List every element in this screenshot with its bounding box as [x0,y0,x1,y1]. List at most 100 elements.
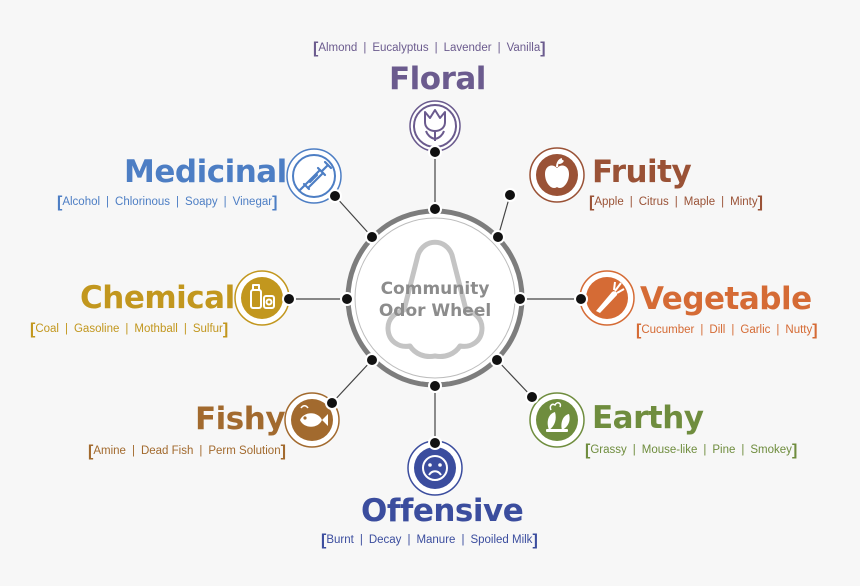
descriptor-vegetable-3: Nutty [785,324,813,336]
descriptor-earthy-2: Pine [712,444,736,456]
chemical-containers-icon [250,284,275,309]
descriptor-medicinal-1: Chlorinous [115,196,171,208]
bracket-open: [ [88,443,94,460]
bracket-close: ] [540,40,546,57]
spokes [289,152,580,443]
descriptor-separator: | [741,444,745,456]
descriptor-separator: | [674,196,678,208]
descriptor-chemical-3: Sulfur [192,323,223,335]
descriptor-separator: | [176,196,180,208]
tulip-icon [424,109,446,141]
descriptor-separator: | [776,324,780,336]
earthy-badge [525,390,585,448]
bracket-close: ] [812,322,818,339]
descriptor-chemical-0: Coal [35,323,59,335]
fish-icon [300,405,328,427]
category-title-fishy: Fishy [195,401,286,437]
descriptor-fruity-1: Citrus [638,196,669,208]
descriptor-earthy-1: Mouse-like [641,444,698,456]
spoke-medicinal [334,195,373,238]
descriptor-list-floral: [Almond|Eucalyptus|Lavender|Vanilla] [313,40,546,57]
descriptor-separator: | [359,534,363,546]
descriptor-medicinal-0: Alcohol [62,196,101,208]
bracket-close: ] [532,532,538,549]
fishy-badge [284,392,340,448]
carrot-icon [596,281,625,313]
descriptor-offensive-3: Spoiled Milk [470,534,533,546]
descriptor-separator: | [632,444,636,456]
descriptor-floral-0: Almond [318,42,358,54]
descriptor-fruity-2: Maple [683,196,716,208]
bracket-open: [ [636,322,642,339]
category-title-floral: Floral [389,61,486,97]
ring-node-fruity [491,230,505,244]
ring-node-medicinal [365,230,379,244]
descriptor-fruity-3: Minty [730,196,758,208]
spoke-earthy [496,359,533,398]
descriptor-separator: | [721,196,725,208]
descriptor-separator: | [629,196,633,208]
descriptor-earthy-0: Grassy [590,444,627,456]
descriptor-offensive-1: Decay [368,534,402,546]
medicinal-badge [286,148,342,204]
descriptor-separator: | [125,323,129,335]
descriptor-vegetable-2: Garlic [740,324,771,336]
center-label-line-1: Community [380,279,490,299]
descriptor-separator: | [223,196,227,208]
bracket-close: ] [272,194,278,211]
bracket-open: [ [30,321,36,338]
category-title-chemical: Chemical [80,280,235,316]
ring-node-vegetable [513,292,527,306]
descriptor-list-earthy: [Grassy|Mouse-like|Pine|Smokey] [585,442,797,459]
offensive-badge [407,436,463,496]
descriptor-separator: | [700,324,704,336]
descriptor-separator: | [731,324,735,336]
descriptor-fishy-2: Perm Solution [208,445,281,457]
ring-node-floral [428,202,442,216]
ring-nodes [340,202,527,393]
descriptor-floral-1: Eucalyptus [372,42,429,54]
bracket-open: [ [589,194,595,211]
descriptor-fishy-1: Dead Fish [140,445,194,457]
descriptor-vegetable-0: Cucumber [641,324,695,336]
category-title-fruity: Fruity [592,154,692,190]
ring-node-offensive [428,379,442,393]
descriptor-separator: | [131,445,135,457]
category-title-offensive: Offensive [361,493,524,529]
descriptor-separator: | [434,42,438,54]
descriptor-vegetable-1: Dill [709,324,726,336]
frown-face-icon [422,455,448,481]
ring-node-chemical [340,292,354,306]
descriptor-medicinal-2: Soapy [185,196,218,208]
bracket-open: [ [313,40,319,57]
bracket-close: ] [280,443,286,460]
chemical-badge [234,270,296,326]
descriptor-list-chemical: [Coal|Gasoline|Mothball|Sulfur] [30,321,228,338]
ring-node-earthy [490,353,504,367]
sprout-icon [546,402,570,432]
descriptor-fishy-0: Amine [93,445,126,457]
descriptor-offensive-0: Burnt [326,534,354,546]
spoke-fruity [497,194,511,238]
vegetable-badge [574,270,635,326]
apple-icon [545,158,569,188]
descriptor-separator: | [183,323,187,335]
nose-icon [385,239,485,359]
fruity-badge [503,147,585,203]
category-title-vegetable: Vegetable [640,281,812,317]
descriptor-separator: | [407,534,411,546]
descriptor-separator: | [363,42,367,54]
bracket-open: [ [585,442,591,459]
floral-badge [409,100,461,159]
descriptor-separator: | [461,534,465,546]
descriptor-separator: | [106,196,110,208]
descriptor-chemical-2: Mothball [134,323,178,335]
descriptor-fruity-0: Apple [594,196,624,208]
category-title-earthy: Earthy [592,400,704,436]
bracket-close: ] [757,194,763,211]
syringe-icon [298,160,333,192]
descriptor-separator: | [199,445,203,457]
center-label-line-2: Odor Wheel [378,301,492,321]
descriptor-list-fishy: [Amine | Dead Fish | Perm Solution] [88,443,286,460]
bracket-open: [ [57,194,63,211]
